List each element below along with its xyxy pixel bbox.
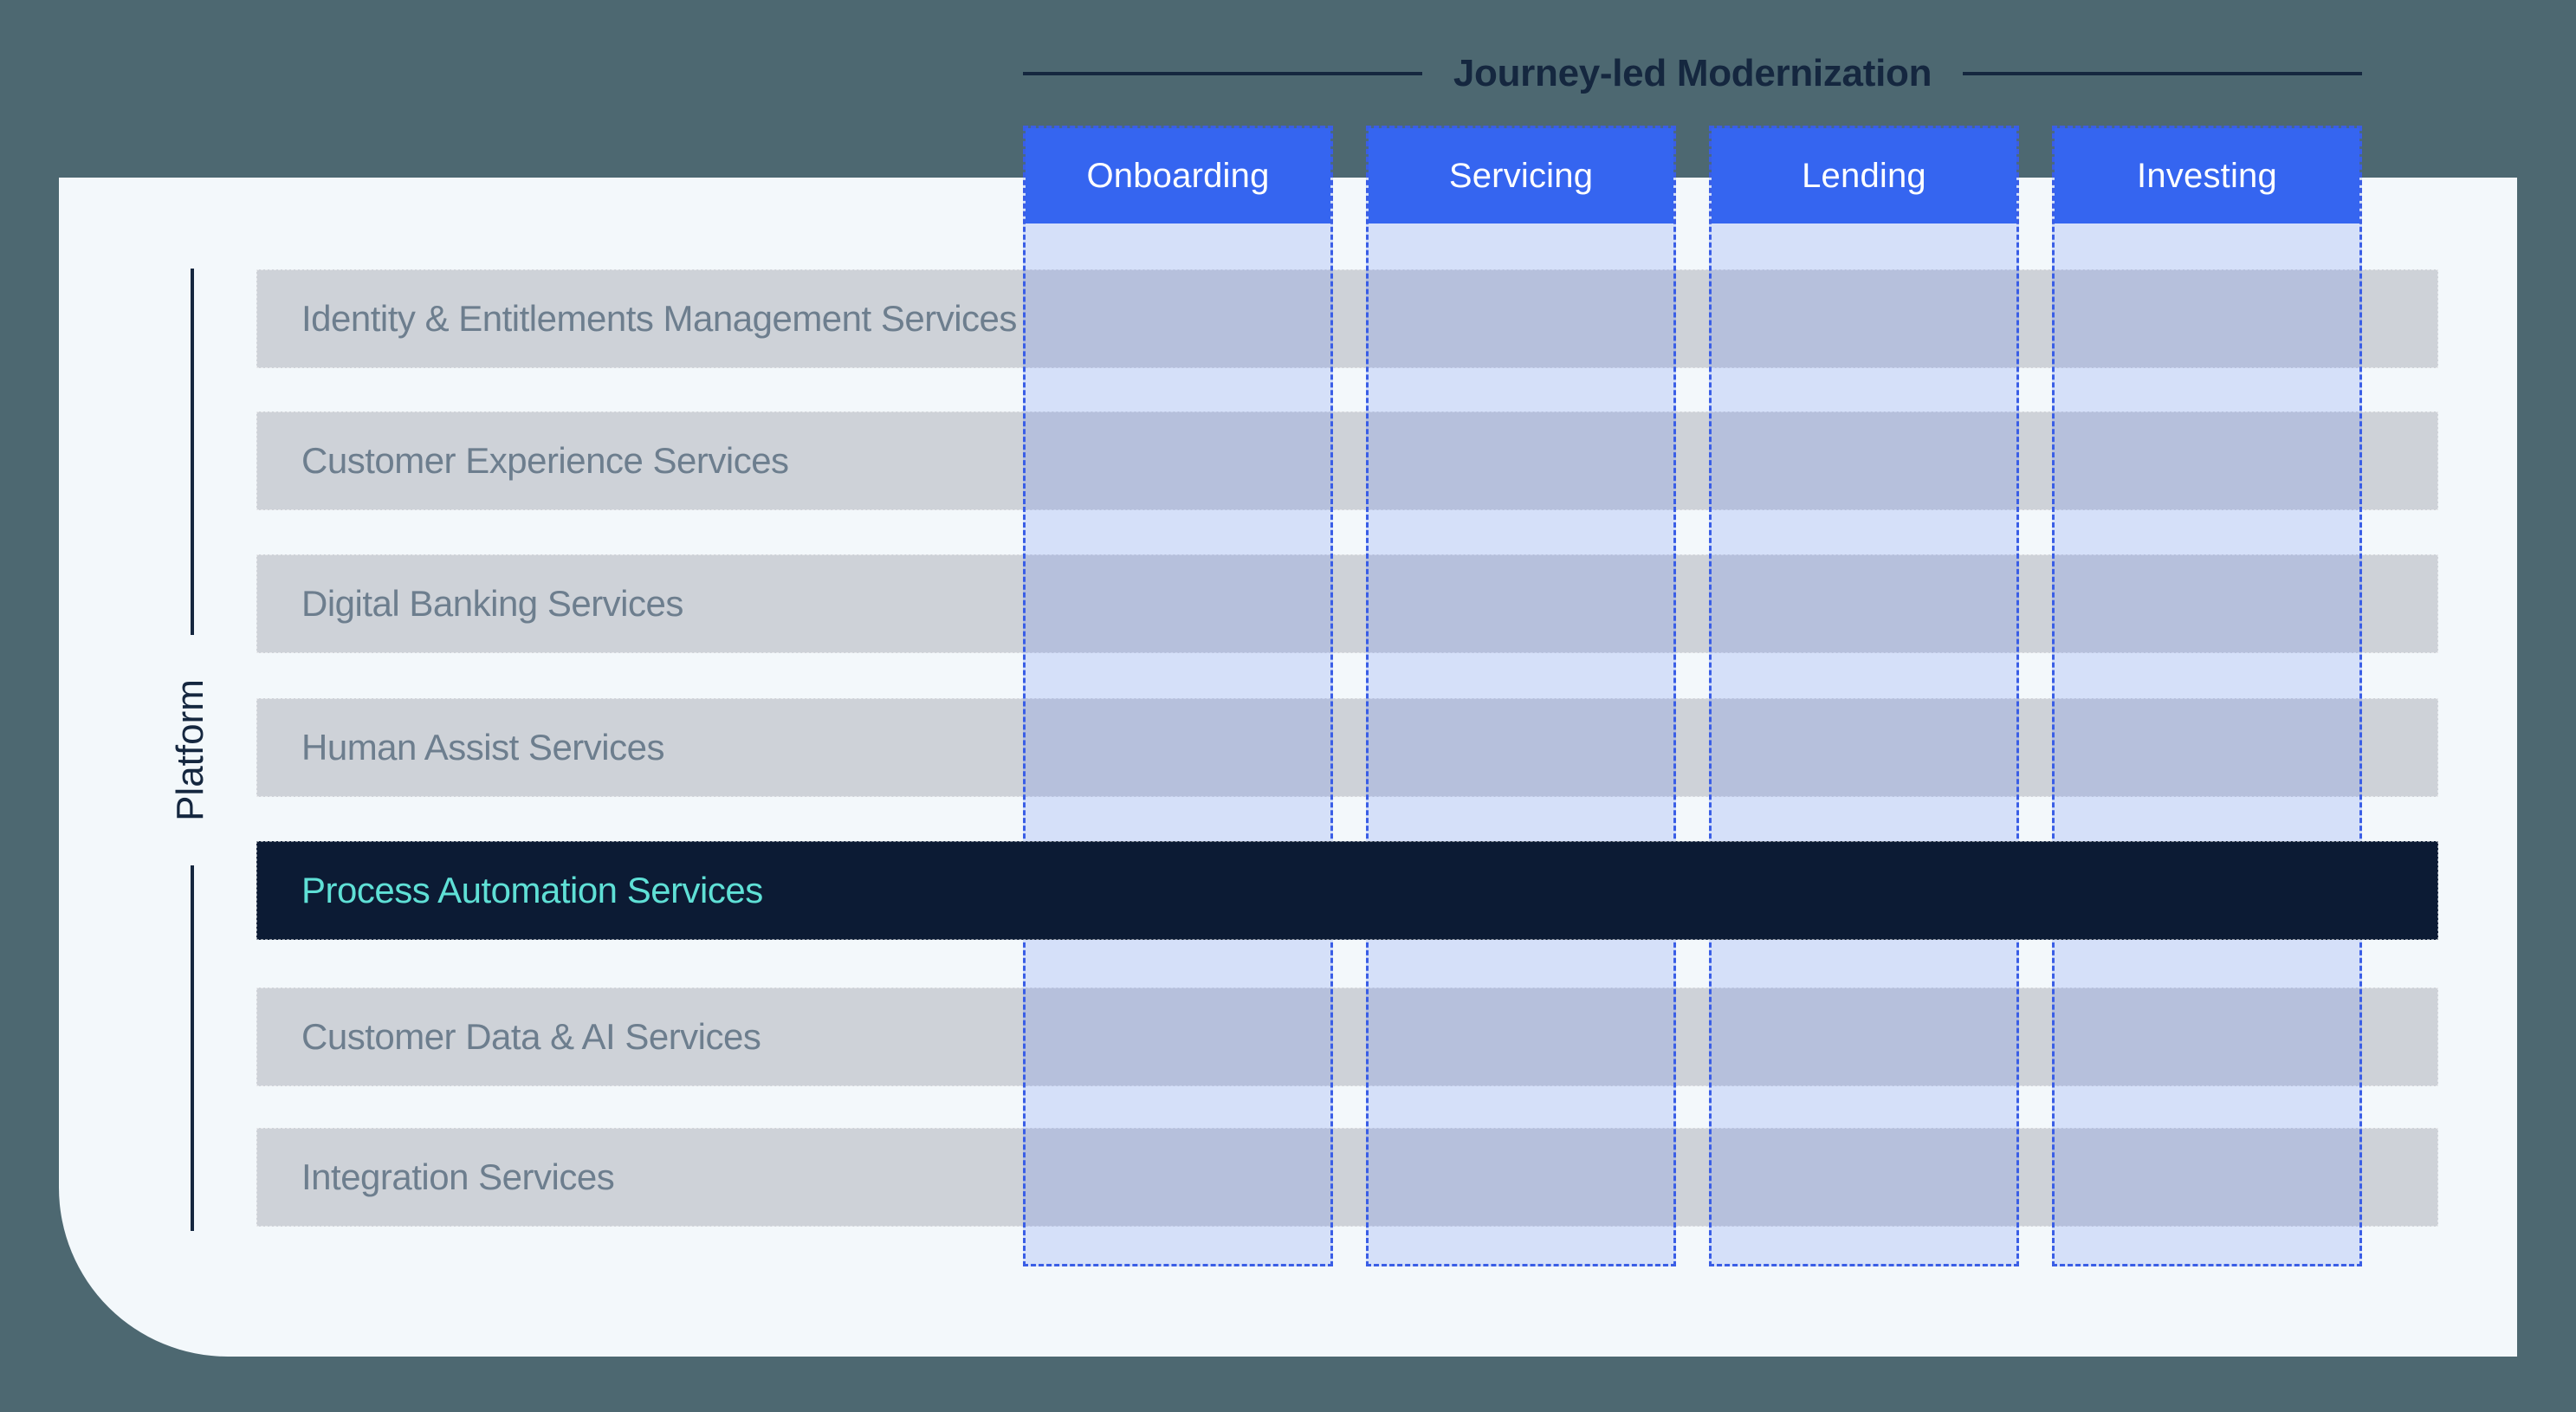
platform-row-integration: Integration Services: [256, 1128, 2438, 1227]
platform-row-label: Integration Services: [301, 1156, 615, 1197]
journey-header-label: Servicing: [1448, 156, 1594, 195]
journey-column-onboarding: Onboarding: [1023, 126, 1333, 1266]
platform-row-label: Human Assist Services: [301, 727, 664, 768]
platform-row-label: Process Automation Services: [301, 870, 763, 910]
platform-row-digital-banking: Digital Banking Services: [256, 554, 2438, 653]
platform-row-human-assist: Human Assist Services: [256, 698, 2438, 797]
journey-header-label: Investing: [2137, 156, 2277, 195]
journey-column-lending: Lending: [1709, 126, 2019, 1266]
platform-axis-line-top: [191, 269, 194, 635]
journey-header-onboarding: Onboarding: [1026, 128, 1330, 223]
platform-row-identity-entitlements: Identity & Entitlements Management Servi…: [256, 269, 2438, 368]
platform-row-label: Digital Banking Services: [301, 583, 683, 624]
title-rule-right: [1963, 72, 2363, 75]
platform-axis-line-bottom: [191, 865, 194, 1231]
journey-led-modernization-title: Journey-led Modernization: [1453, 52, 1932, 94]
journey-column-servicing: Servicing: [1366, 126, 1676, 1266]
platform-row-label: Customer Data & AI Services: [301, 1016, 761, 1057]
platform-row-process-automation-highlighted: Process Automation Services: [256, 841, 2438, 940]
journey-header-lending: Lending: [1712, 128, 2016, 223]
journey-column-investing: Investing: [2052, 126, 2362, 1266]
journey-header-label: Lending: [1802, 156, 1926, 195]
journey-header-investing: Investing: [2055, 128, 2359, 223]
platform-row-customer-data-ai: Customer Data & AI Services: [256, 988, 2438, 1086]
platform-row-label: Identity & Entitlements Management Servi…: [301, 298, 1017, 339]
journey-header-servicing: Servicing: [1369, 128, 1673, 223]
journey-header-label: Onboarding: [1086, 156, 1270, 195]
platform-row-label: Customer Experience Services: [301, 440, 789, 481]
platform-row-customer-experience: Customer Experience Services: [256, 411, 2438, 510]
title-rule-left: [1023, 72, 1422, 75]
platform-axis-label-text: Platform: [169, 679, 211, 821]
title-band: Journey-led Modernization: [1023, 50, 2363, 97]
